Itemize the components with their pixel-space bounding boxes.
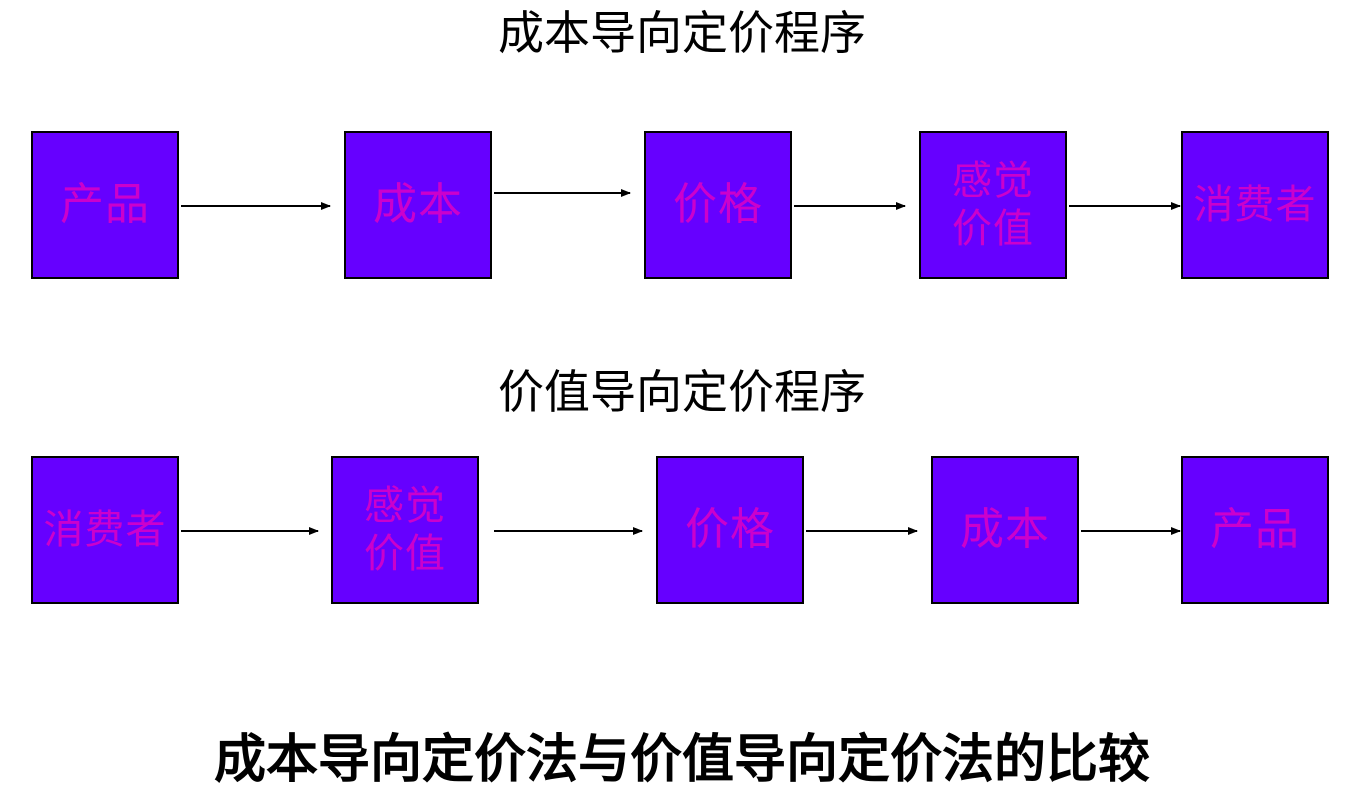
cost-step-perceived-value-line2: 价值 [952,206,1034,252]
cost-step-product-label: 产品 [60,179,150,230]
cost-flow-title: 成本导向定价程序 [498,6,866,60]
cost-step-cost-label: 成本 [373,179,463,230]
value-flow-title: 价值导向定价程序 [498,365,866,419]
value-step-cost: 成本 [931,456,1079,604]
cost-step-consumer-label: 消费者 [1193,182,1317,228]
value-step-perceived-value-line2: 价值 [364,531,446,577]
value-step-perceived-value: 感觉 价值 [331,456,479,604]
cost-step-perceived-value: 感觉 价值 [919,131,1067,279]
comparison-caption: 成本导向定价法与价值导向定价法的比较 [213,729,1150,790]
cost-step-consumer: 消费者 [1181,131,1329,279]
cost-step-price: 价格 [644,131,792,279]
value-step-price-label: 价格 [685,504,775,555]
value-step-product-label: 产品 [1210,504,1300,555]
value-step-product: 产品 [1181,456,1329,604]
cost-step-cost: 成本 [344,131,492,279]
cost-step-perceived-value-line1: 感觉 [952,158,1034,204]
cost-step-product: 产品 [31,131,179,279]
value-step-cost-label: 成本 [960,504,1050,555]
cost-step-price-label: 价格 [673,179,763,230]
value-step-consumer-label: 消费者 [43,507,167,553]
value-step-perceived-value-line1: 感觉 [364,483,446,529]
value-step-price: 价格 [656,456,804,604]
value-step-consumer: 消费者 [31,456,179,604]
